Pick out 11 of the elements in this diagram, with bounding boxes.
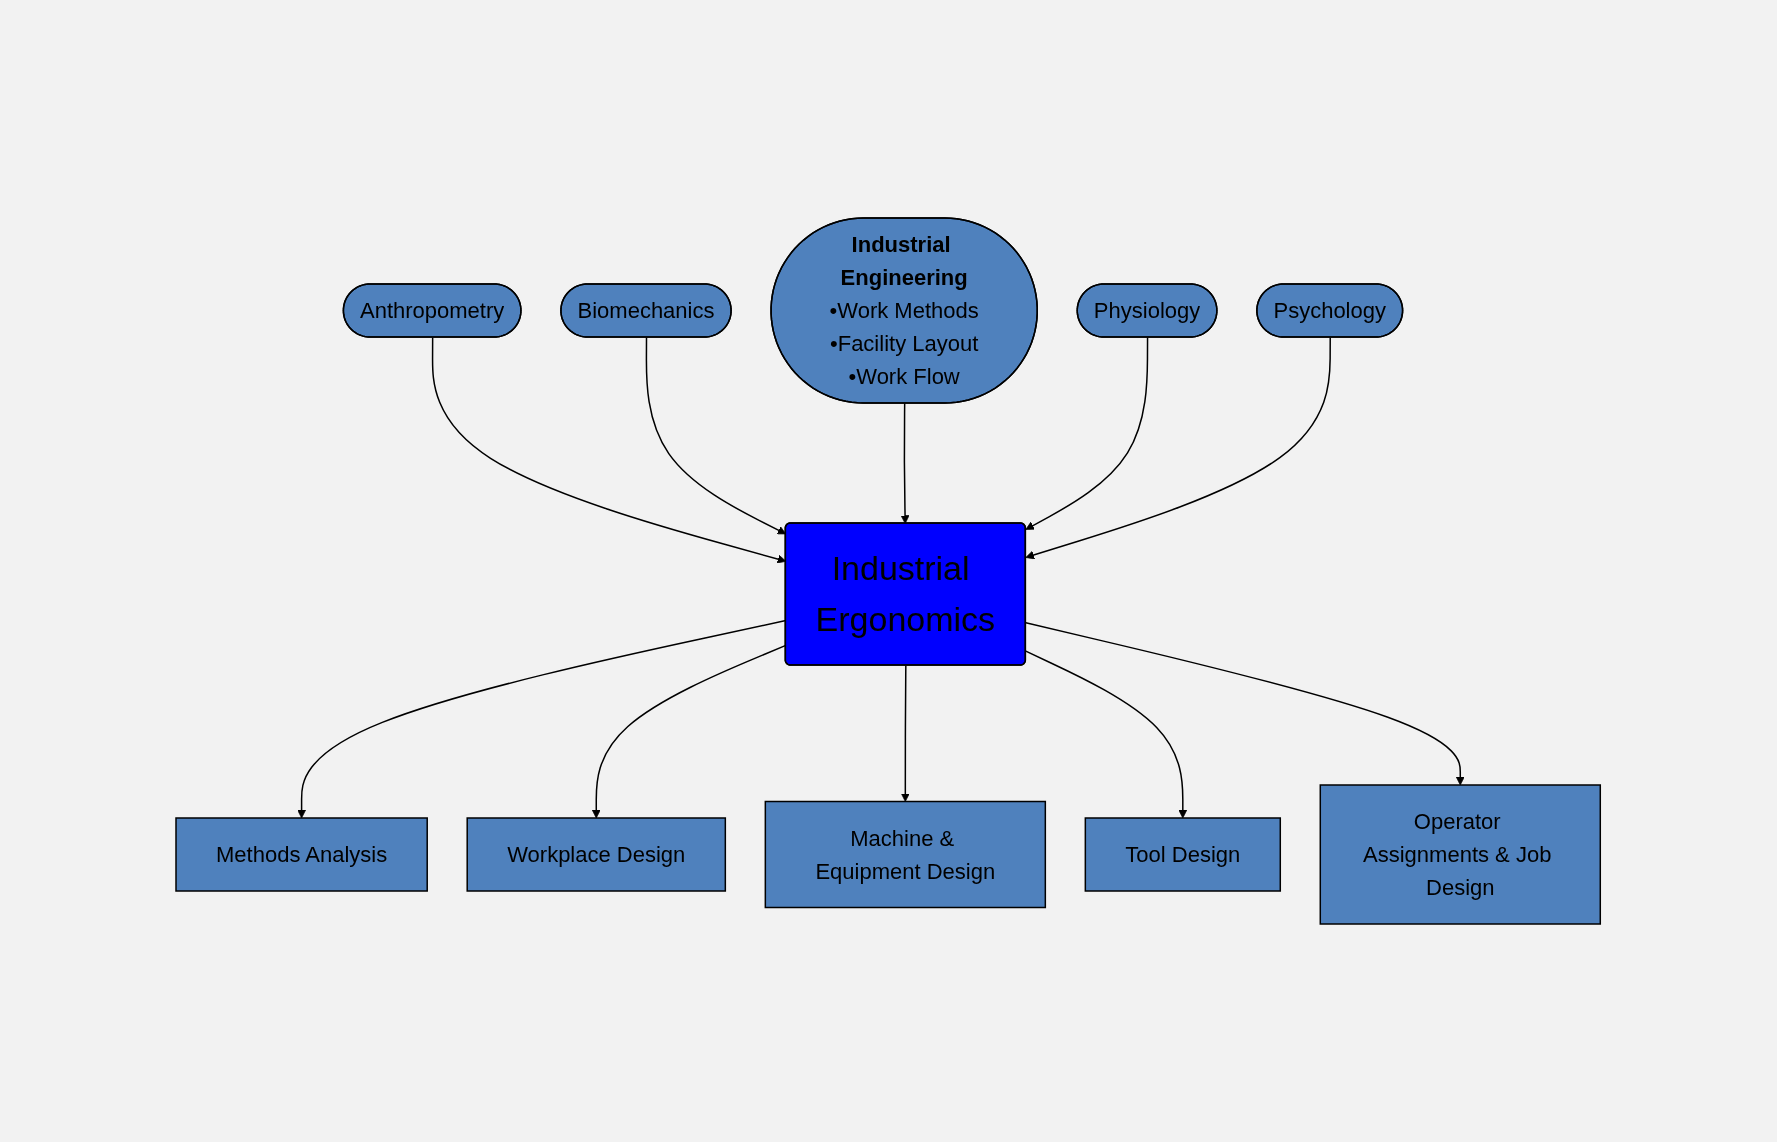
arrow: [1025, 650, 1188, 819]
arrow: [901, 664, 911, 802]
node-box: Tool Design: [1084, 817, 1282, 892]
node-box: Workplace Design: [466, 817, 727, 892]
node-box: Operator Assignments & Job Design: [1319, 784, 1602, 925]
arrow: [1025, 336, 1149, 530]
arrow: [1025, 336, 1332, 560]
arrow: [1025, 622, 1466, 786]
node-box: Machine & Equipment Design: [764, 800, 1047, 909]
node-box: Methods Analysis: [175, 817, 429, 892]
arrow: [901, 402, 910, 524]
